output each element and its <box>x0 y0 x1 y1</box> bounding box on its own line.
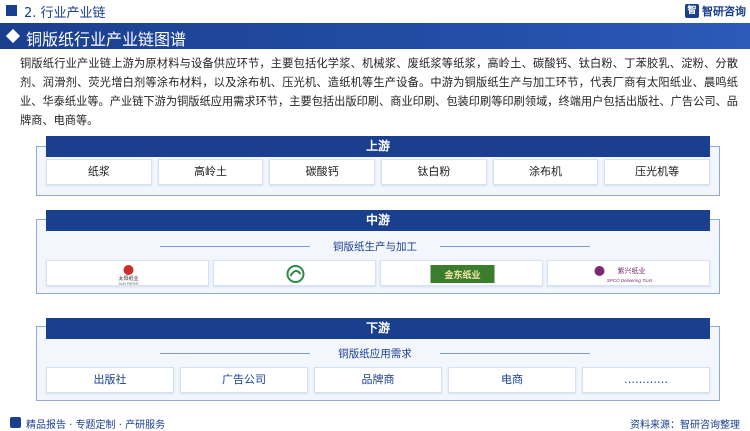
chenming-paper-logo <box>286 265 305 283</box>
company-logo-card: 紫兴纸业 SPCO Delivering Trust <box>547 260 710 286</box>
upstream-item: 碳酸钙 <box>269 159 375 185</box>
upstream-item: 涂布机 <box>492 159 599 185</box>
brand-logo: 智 智研咨询 <box>685 3 746 19</box>
midstream-divider-left <box>160 246 310 247</box>
footer: 精品报告 · 专题定制 · 产研服务 资料来源：智研咨询整理 <box>0 414 750 431</box>
intro-paragraph: 铜版纸行业产业链上游为原材料与设备供应环节，主要包括化学浆、机械浆、废纸浆等纸浆… <box>20 57 738 127</box>
upstream-label: 上游 <box>46 136 710 157</box>
downstream-item: 出版社 <box>46 367 174 393</box>
brand-logo-text: 智研咨询 <box>702 5 746 18</box>
downstream-divider-left <box>160 353 310 354</box>
midstream-label: 中游 <box>46 210 710 231</box>
section-title: 2. 行业产业链 <box>24 6 106 21</box>
section-header-bar: 2. 行业产业链 智 智研咨询 <box>0 0 750 22</box>
footer-source: 资料来源：智研咨询整理 <box>630 420 740 431</box>
jindong-paper-logo: 金东纸业 <box>430 265 495 283</box>
diamond-icon <box>5 28 21 44</box>
brand-logo-icon: 智 <box>685 4 699 18</box>
company-logo-card: 太阳纸业 SUN PAPER <box>46 260 209 286</box>
svg-text:太阳纸业: 太阳纸业 <box>118 275 138 282</box>
midstream-sublabel: 铜版纸生产与加工 <box>333 241 417 253</box>
page-title: 铜版纸行业产业链图谱 <box>26 30 187 49</box>
downstream-item: 品牌商 <box>314 367 442 393</box>
svg-text:金东纸业: 金东纸业 <box>443 269 480 280</box>
midstream-divider-right <box>440 246 590 247</box>
upstream-item: 压光机等 <box>604 159 710 185</box>
company-logo-card: 金东纸业 <box>380 260 543 286</box>
footer-logo-icon <box>10 417 21 428</box>
upstream-item: 高岭土 <box>157 159 264 185</box>
downstream-item: 广告公司 <box>180 367 308 393</box>
svg-text:SPCO Delivering Trust: SPCO Delivering Trust <box>607 278 653 283</box>
page-title-bar: 铜版纸行业产业链图谱 <box>0 23 750 49</box>
company-logo-card <box>213 260 376 286</box>
downstream-sublabel: 铜版纸应用需求 <box>338 348 412 360</box>
svg-text:紫兴纸业: 紫兴纸业 <box>618 266 646 275</box>
zixing-paper-logo: 紫兴纸业 SPCO Delivering Trust <box>594 266 653 283</box>
downstream-divider-right <box>440 353 590 354</box>
sun-paper-logo: 太阳纸业 SUN PAPER <box>118 265 139 286</box>
footer-tagline: 精品报告 · 专题定制 · 产研服务 <box>26 420 166 431</box>
upstream-item: 钛白粉 <box>381 159 487 185</box>
downstream-label: 下游 <box>46 318 710 339</box>
upstream-item: 纸浆 <box>46 159 152 185</box>
downstream-item: ………… <box>582 367 710 393</box>
downstream-item: 电商 <box>448 367 576 393</box>
svg-text:SUN PAPER: SUN PAPER <box>119 282 139 286</box>
section-marker-icon <box>6 5 17 16</box>
